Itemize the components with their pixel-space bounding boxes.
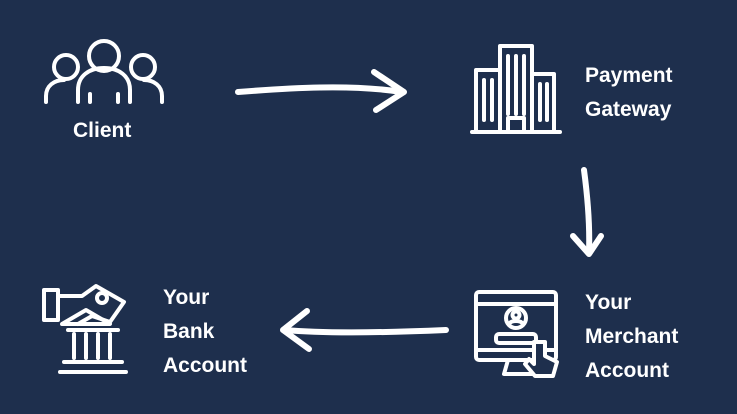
office-buildings-icon [470, 44, 562, 134]
bank-label-line-2: Bank [163, 320, 215, 343]
people-group-icon [44, 39, 164, 104]
gateway-label-line-1: Payment [585, 64, 673, 87]
gateway-label: Payment Gateway [585, 59, 673, 127]
client-label: Client [73, 114, 131, 148]
merchant-label: Your Merchant Account [585, 286, 678, 388]
merchant-label-line-3: Account [585, 359, 669, 382]
merchant-label-line-2: Merchant [585, 325, 679, 348]
merchant-label-line-1: Your [585, 291, 632, 314]
client-label-line-1: Client [73, 119, 132, 142]
bank-label-line-3: Account [163, 354, 247, 377]
arrow-client-to-gateway [235, 69, 407, 113]
bank-hand-cash-icon [42, 284, 128, 374]
arrow-merchant-to-bank [280, 308, 449, 352]
gateway-label-line-2: Gateway [585, 98, 672, 121]
arrow-gateway-to-merchant [570, 167, 604, 257]
bank-label-line-1: Your [163, 286, 210, 309]
computer-profile-click-icon [474, 290, 559, 378]
bank-label: Your Bank Account [163, 281, 247, 383]
